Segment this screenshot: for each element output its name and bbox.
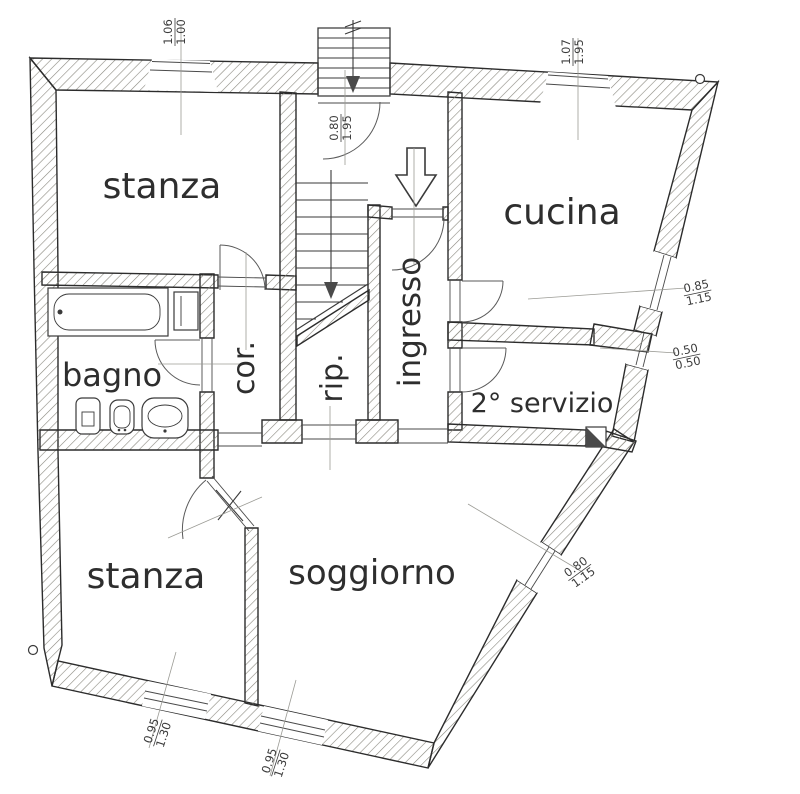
room-label-soggiorno: soggiorno — [288, 553, 456, 593]
dim-value: 1.95 — [340, 115, 354, 141]
stair-arrowhead-icon — [324, 282, 338, 299]
bidet — [109, 399, 135, 435]
washbasin — [141, 397, 189, 439]
stair-break-line — [295, 283, 369, 331]
shower-column — [173, 291, 199, 331]
dim-win-right-lower: 0.50 0.50 — [671, 341, 702, 373]
column-marker — [585, 426, 607, 448]
dim-win-right-upper: 0.85 1.15 — [682, 277, 713, 309]
bathtub — [47, 287, 169, 337]
dim-value: 1.06 — [161, 19, 175, 45]
stair-break-tick — [344, 27, 362, 35]
stair-shaft — [317, 20, 391, 97]
entrance-arrow-icon — [394, 147, 438, 208]
reference-lines — [148, 26, 687, 777]
room-label-rip: rip. — [315, 353, 350, 402]
room-label-stanza-top: stanza — [103, 166, 222, 207]
stair-break-tick — [344, 20, 362, 28]
dim-value: 1.00 — [174, 19, 188, 45]
toilet — [75, 397, 101, 435]
room-label-stanza-bottom: stanza — [87, 556, 206, 597]
interior-walls — [39, 91, 653, 707]
dim-value: 1.15 — [685, 289, 713, 308]
survey-markers — [27, 73, 706, 656]
bathroom-fixtures — [47, 287, 199, 439]
interior-stairs — [295, 170, 369, 331]
door-arcs — [154, 101, 507, 540]
stair-arrowhead-icon — [346, 76, 360, 93]
dim-door-stair: 0.80 1.95 — [327, 114, 354, 142]
dim-win-diagonal: 0.80 1.15 — [561, 554, 598, 591]
room-label-cor: cor. — [227, 341, 262, 395]
room-label-servizio: 2° servizio — [471, 388, 614, 419]
room-label-cucina: cucina — [503, 192, 620, 233]
dim-value: 1.95 — [572, 39, 586, 65]
dim-win-bottom-left: 0.95 1.30 — [141, 716, 175, 749]
dim-value: 1.07 — [559, 39, 573, 65]
survey-point-icon — [694, 73, 706, 85]
room-label-bagno: bagno — [62, 356, 162, 394]
dim-win-bottom-mid: 0.95 1.30 — [259, 746, 293, 779]
dim-win-top-right: 1.07 1.95 — [559, 38, 586, 66]
survey-point-icon — [27, 644, 39, 656]
dim-win-top-left: 1.06 1.00 — [161, 18, 188, 46]
dim-value: 0.50 — [674, 353, 702, 372]
dim-value: 0.50 — [671, 341, 699, 360]
room-label-ingresso: ingresso — [392, 257, 428, 387]
dim-value: 0.80 — [327, 115, 341, 141]
dim-value: 0.85 — [682, 277, 710, 296]
